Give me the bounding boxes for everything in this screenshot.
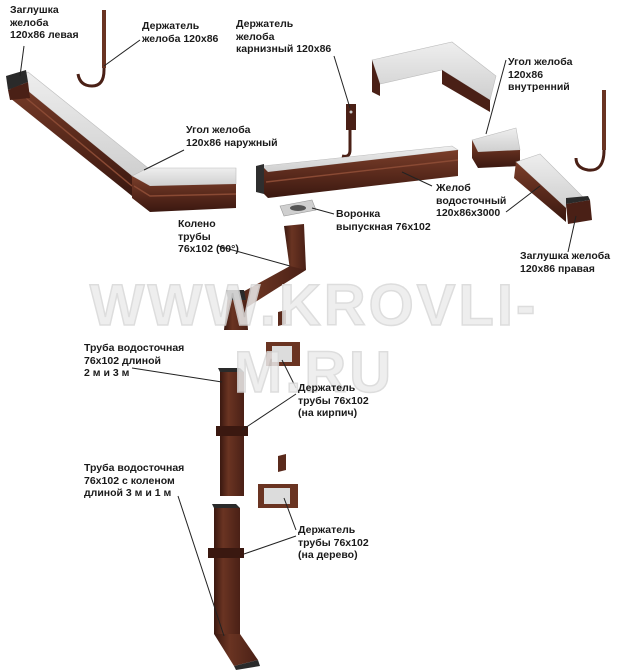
gutter-holder-eaves bbox=[341, 104, 356, 158]
label-eaves-holder: Держатель желоба карнизный 120х86 bbox=[236, 18, 332, 55]
pipe-with-elbow bbox=[208, 504, 260, 670]
label-pipe-2-3: Труба водосточная 76х102 длиной 2 м и 3 … bbox=[84, 342, 185, 379]
end-cap-right bbox=[566, 196, 592, 224]
leader-holder-brick-b bbox=[241, 393, 297, 431]
gutter-holder bbox=[76, 10, 106, 88]
leader-corner-internal bbox=[485, 59, 507, 135]
corner-right-piece bbox=[471, 127, 521, 168]
leader-corner-external bbox=[143, 149, 185, 171]
leader-gutter bbox=[401, 171, 433, 187]
label-corner-internal: Угол желоба 120х86 внутренний bbox=[508, 56, 573, 93]
gutter-holder-right bbox=[574, 90, 606, 172]
leader-holder-wood-a bbox=[283, 497, 297, 531]
leader-pipe-elbow bbox=[177, 495, 225, 637]
label-corner-external: Угол желоба 120х86 наружный bbox=[186, 124, 278, 149]
gutter-left-section bbox=[10, 71, 149, 196]
funnel bbox=[279, 199, 317, 217]
label-gutter-holder: Держатель желоба 120х86 bbox=[142, 20, 219, 45]
watermark: WWW.KROVLI-M.RU bbox=[89, 272, 539, 406]
leader-elbow bbox=[217, 245, 291, 267]
pipe-holder-wood bbox=[258, 454, 298, 508]
label-end-cap-right: Заглушка желоба 120х86 правая bbox=[520, 250, 611, 275]
leader-holder-wood-b bbox=[243, 535, 297, 555]
label-funnel: Воронка выпускная 76х102 bbox=[336, 208, 431, 233]
corner-external bbox=[131, 167, 237, 212]
leader-holder-brick-a bbox=[281, 359, 297, 389]
label-end-cap-left: Заглушка желоба 120х86 левая bbox=[10, 4, 79, 41]
leader-funnel bbox=[311, 207, 335, 215]
label-pipe-holder-wood: Держатель трубы 76х102 (на дерево) bbox=[298, 524, 369, 561]
leader-eaves-holder bbox=[333, 55, 351, 109]
end-cap-left bbox=[6, 70, 30, 100]
gutter-straight bbox=[256, 145, 459, 198]
pipe-2-3 bbox=[216, 368, 248, 496]
label-gutter: Желоб водосточный 120х86х3000 bbox=[436, 182, 507, 219]
leader-gutter-right bbox=[505, 185, 541, 213]
label-elbow: Колено трубы 76х102 (60°) bbox=[178, 218, 239, 255]
leader-gutter-holder bbox=[103, 39, 141, 67]
leader-end-cap-left bbox=[19, 45, 25, 77]
label-pipe-holder-brick: Держатель трубы 76х102 (на кирпич) bbox=[298, 382, 369, 419]
label-pipe-elbow: Труба водосточная 76х102 с коленом длино… bbox=[84, 462, 185, 499]
corner-internal bbox=[371, 41, 497, 112]
leader-lines bbox=[19, 39, 577, 637]
leader-pipe-2-3 bbox=[131, 367, 223, 383]
leader-end-cap-right bbox=[567, 215, 577, 253]
elbow bbox=[224, 224, 306, 330]
